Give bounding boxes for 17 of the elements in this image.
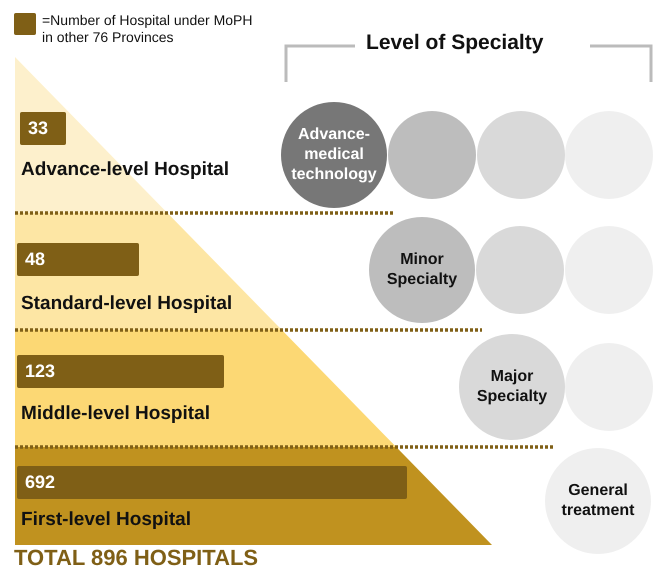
pyramid-tier [15, 447, 492, 545]
count-bar: 33 [20, 112, 66, 145]
tier-label: Middle-level Hospital [21, 402, 211, 426]
specialty-circle: Minor Specialty [369, 217, 475, 323]
tier-label: First-level Hospital [21, 508, 192, 532]
total-caption: TOTAL 896 HOSPITALS [14, 545, 258, 571]
count-bar: 123 [17, 355, 224, 388]
pyramid-tier [15, 330, 396, 447]
specialty-circle: Major Specialty [459, 334, 565, 440]
count-bar: 692 [17, 466, 407, 499]
count-bar: 48 [17, 243, 139, 276]
tier-label: Advance-level Hospital [21, 158, 230, 182]
section-heading: Level of Specialty [366, 31, 544, 55]
legend-text: =Number of Hospital under MoPH in other 76 Provinces [42, 12, 254, 46]
tier-label: Standard-level Hospital [21, 292, 234, 316]
specialty-circle: Advance-medical technology [281, 102, 387, 208]
specialty-circle: General treatment [545, 448, 651, 554]
